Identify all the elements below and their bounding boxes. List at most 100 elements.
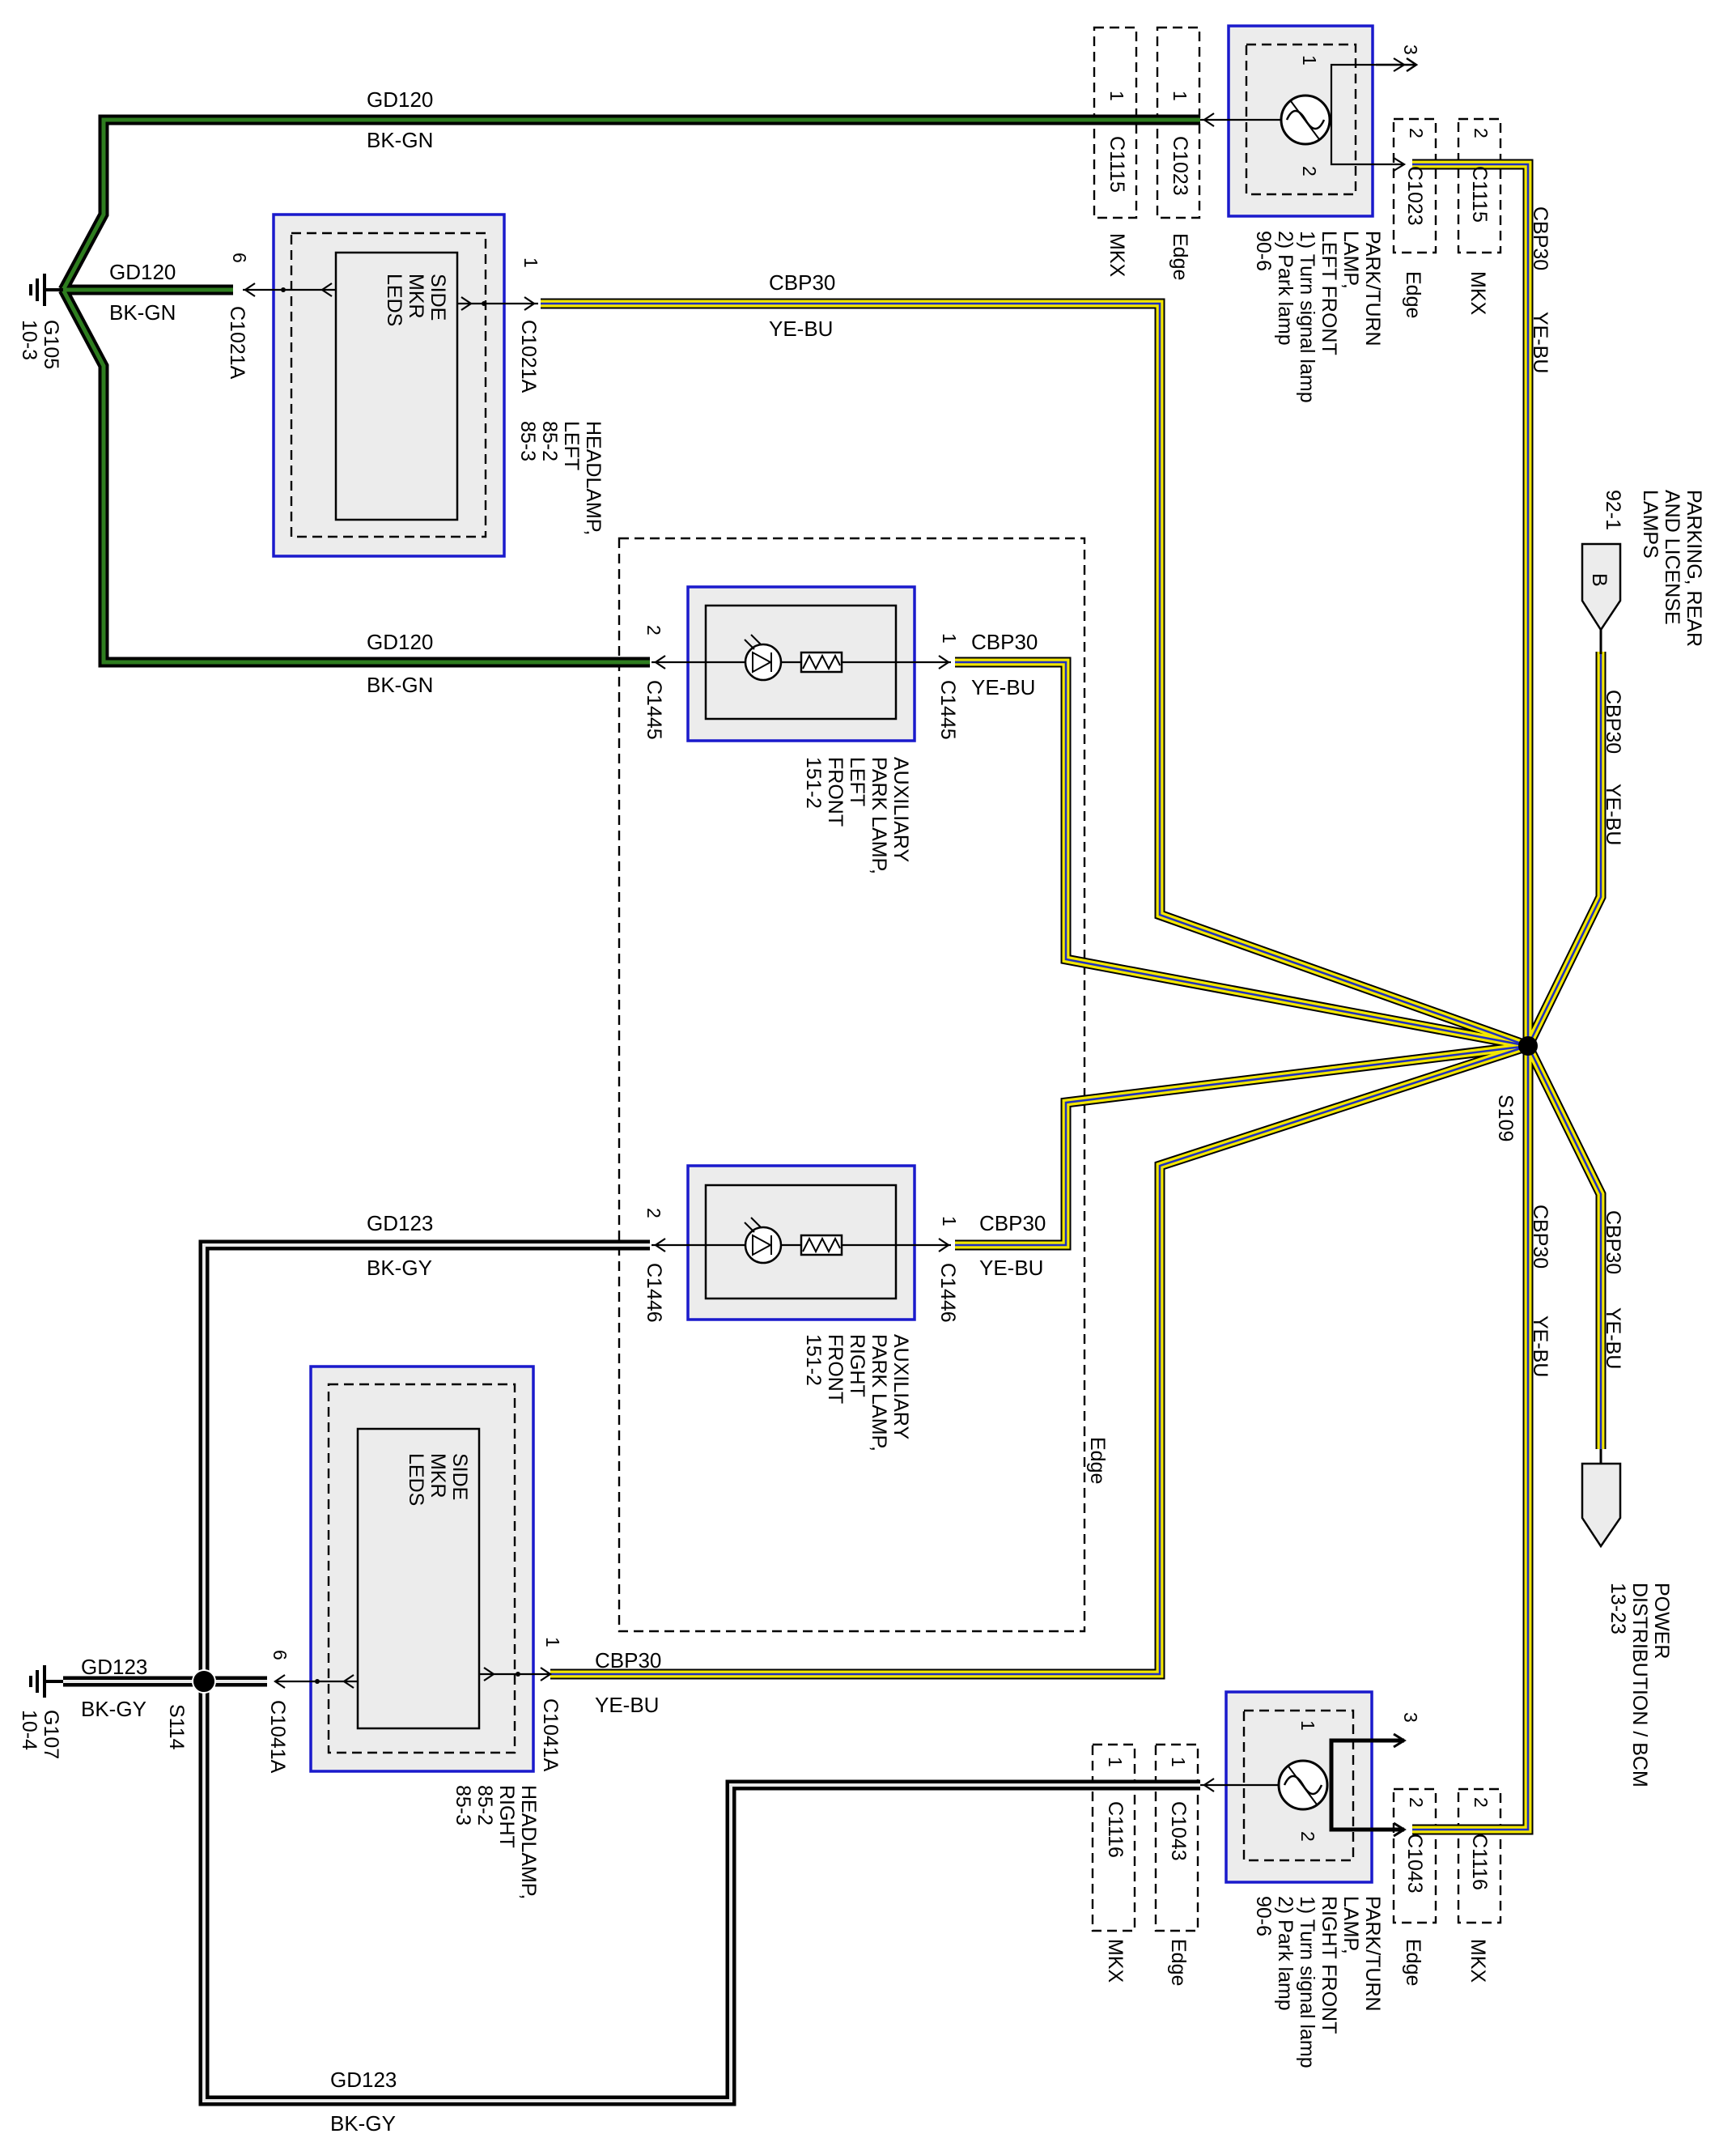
pin-number: 2: [1406, 128, 1427, 138]
wire-label: BK-GN: [109, 300, 176, 325]
connector-id: C1023: [1403, 166, 1426, 226]
pin-number: 2: [1471, 1797, 1492, 1808]
wire-label: CBP30: [1529, 1205, 1551, 1269]
component-label: 151-2: [802, 1334, 825, 1386]
pin-number: 2: [643, 625, 664, 635]
component-label: FRONT: [824, 757, 847, 827]
component-label: LAMPS: [1639, 490, 1662, 559]
wire-label: YE-BU: [1529, 1316, 1551, 1377]
wire-label: BK-GN: [367, 128, 433, 152]
wire-label: YE-BU: [971, 675, 1035, 699]
wire-label: CBP30: [1602, 1210, 1624, 1274]
pin-number: 1: [1299, 55, 1320, 66]
connector-id: C1115: [1468, 166, 1491, 223]
pin-number: 1: [1105, 1757, 1126, 1767]
pin-number: 2: [1297, 1831, 1318, 1842]
pin-number: 2: [1406, 1797, 1427, 1808]
pin-number: 2: [643, 1208, 664, 1218]
component-label: 85-3: [452, 1785, 474, 1826]
splice-s114: [192, 1669, 216, 1694]
ground-label: G107: [40, 1710, 62, 1759]
wire-label: CBP30: [769, 270, 835, 295]
park-turn-right-outputs: [1329, 1732, 1407, 1838]
pin-number: 1: [542, 1637, 563, 1647]
component-label: LAMP,: [1339, 231, 1362, 289]
bulb-icon: [1280, 94, 1331, 146]
headlamp-right-box: [309, 1365, 535, 1773]
wire-label: YE-BU: [1529, 312, 1551, 373]
vertical-labels: 1 1 1 2 3 2 2 6 1 2 1 2 1 6 1 1 1 1 2 3 …: [18, 45, 1705, 2068]
pin-number: 1: [939, 633, 960, 644]
wire-label: GD120: [109, 260, 176, 284]
horizontal-labels: GD120 BK-GN GD120 BK-GN CBP30 YE-BU GD12…: [81, 87, 1046, 2136]
component-label: 85-2: [473, 1785, 496, 1826]
connector-id: C1021A: [517, 320, 540, 393]
wire-label: BK-GY: [81, 1697, 146, 1721]
component-label: HEADLAMP,: [517, 1785, 540, 1899]
side-marker-label: SIDE: [448, 1453, 471, 1500]
component-label: AUXILIARY: [889, 1334, 912, 1439]
off-page-connector-power-distribution: [1581, 1449, 1622, 1549]
component-label: PARK/TURN: [1361, 1896, 1384, 2012]
connector-id: C1446: [936, 1263, 959, 1323]
wire-label: BK-GY: [367, 1256, 432, 1280]
connector-id: C1116: [1104, 1801, 1127, 1858]
component-label: LAMP,: [1339, 1896, 1362, 1954]
splice-label: S109: [1494, 1095, 1517, 1141]
bulb-icon: [1277, 1759, 1329, 1811]
connector-id: C1023: [1169, 136, 1191, 196]
ground-label: G105: [40, 320, 62, 369]
component-label: FRONT: [824, 1334, 847, 1404]
connector-id: C1043: [1167, 1801, 1190, 1861]
splice-label: S114: [165, 1704, 188, 1750]
off-page-connector-parking-rear: B: [1581, 542, 1622, 654]
connector-id: C1445: [936, 680, 959, 740]
side-marker-label: SIDE: [427, 274, 449, 321]
ye-bu-wires: [541, 159, 1607, 1835]
wire-label: BK-GY: [330, 2111, 396, 2136]
pin-number: 3: [1400, 45, 1421, 55]
component-label: 151-2: [802, 757, 825, 809]
wire-label: CBP30: [1529, 206, 1551, 270]
component-label: PARK/TURN: [1361, 231, 1384, 346]
component-label: 13-23: [1607, 1583, 1629, 1634]
pin-number: 3: [1400, 1712, 1421, 1723]
terminal-3-top: [1376, 57, 1419, 73]
component-label: 1) Turn signal lamp: [1296, 231, 1318, 403]
connector-id: C1043: [1403, 1834, 1426, 1894]
connector-id: C1041A: [539, 1698, 562, 1772]
vehicle-tag: MKX: [1104, 1939, 1127, 1983]
wire-label: YE-BU: [979, 1256, 1043, 1280]
connector-id: C1041A: [266, 1700, 289, 1774]
component-label: AND LICENSE: [1661, 490, 1683, 625]
side-marker-label: MKR: [427, 1453, 449, 1498]
component-label: RIGHT FRONT: [1318, 1896, 1340, 2034]
component-label: 92-1: [1602, 490, 1624, 530]
vehicle-tag: Edge: [1167, 1939, 1190, 1986]
wire-label: YE-BU: [595, 1693, 659, 1717]
splice-s109: [1518, 1036, 1538, 1056]
component-label: RIGHT: [846, 1334, 868, 1397]
pin-number: 1: [1106, 91, 1127, 101]
headlamp-left-box: [272, 213, 506, 558]
side-marker-label: LEDS: [405, 1453, 427, 1506]
component-label: 2) Park lamp: [1274, 1896, 1297, 2011]
component-label: PARKING, REAR: [1683, 490, 1705, 647]
connector-id: C1445: [643, 680, 665, 740]
connector-id: C1115: [1106, 136, 1128, 193]
side-marker-label: MKR: [405, 274, 427, 319]
led-icon: [744, 634, 843, 682]
wire-label: CBP30: [1602, 690, 1624, 754]
component-label: LEFT: [560, 421, 583, 470]
pin-number: 1: [1297, 1720, 1318, 1731]
vehicle-tag: MKX: [1106, 233, 1128, 278]
pin-number: 1: [520, 257, 541, 268]
component-label: LEFT: [846, 757, 868, 806]
component-label: 85-3: [516, 421, 539, 461]
pin-number: 2: [1299, 166, 1320, 176]
wire-label: CBP30: [971, 630, 1038, 654]
connector-id: C1116: [1468, 1834, 1491, 1890]
wire-label: CBP30: [595, 1648, 661, 1673]
led-icon: [744, 1217, 843, 1265]
